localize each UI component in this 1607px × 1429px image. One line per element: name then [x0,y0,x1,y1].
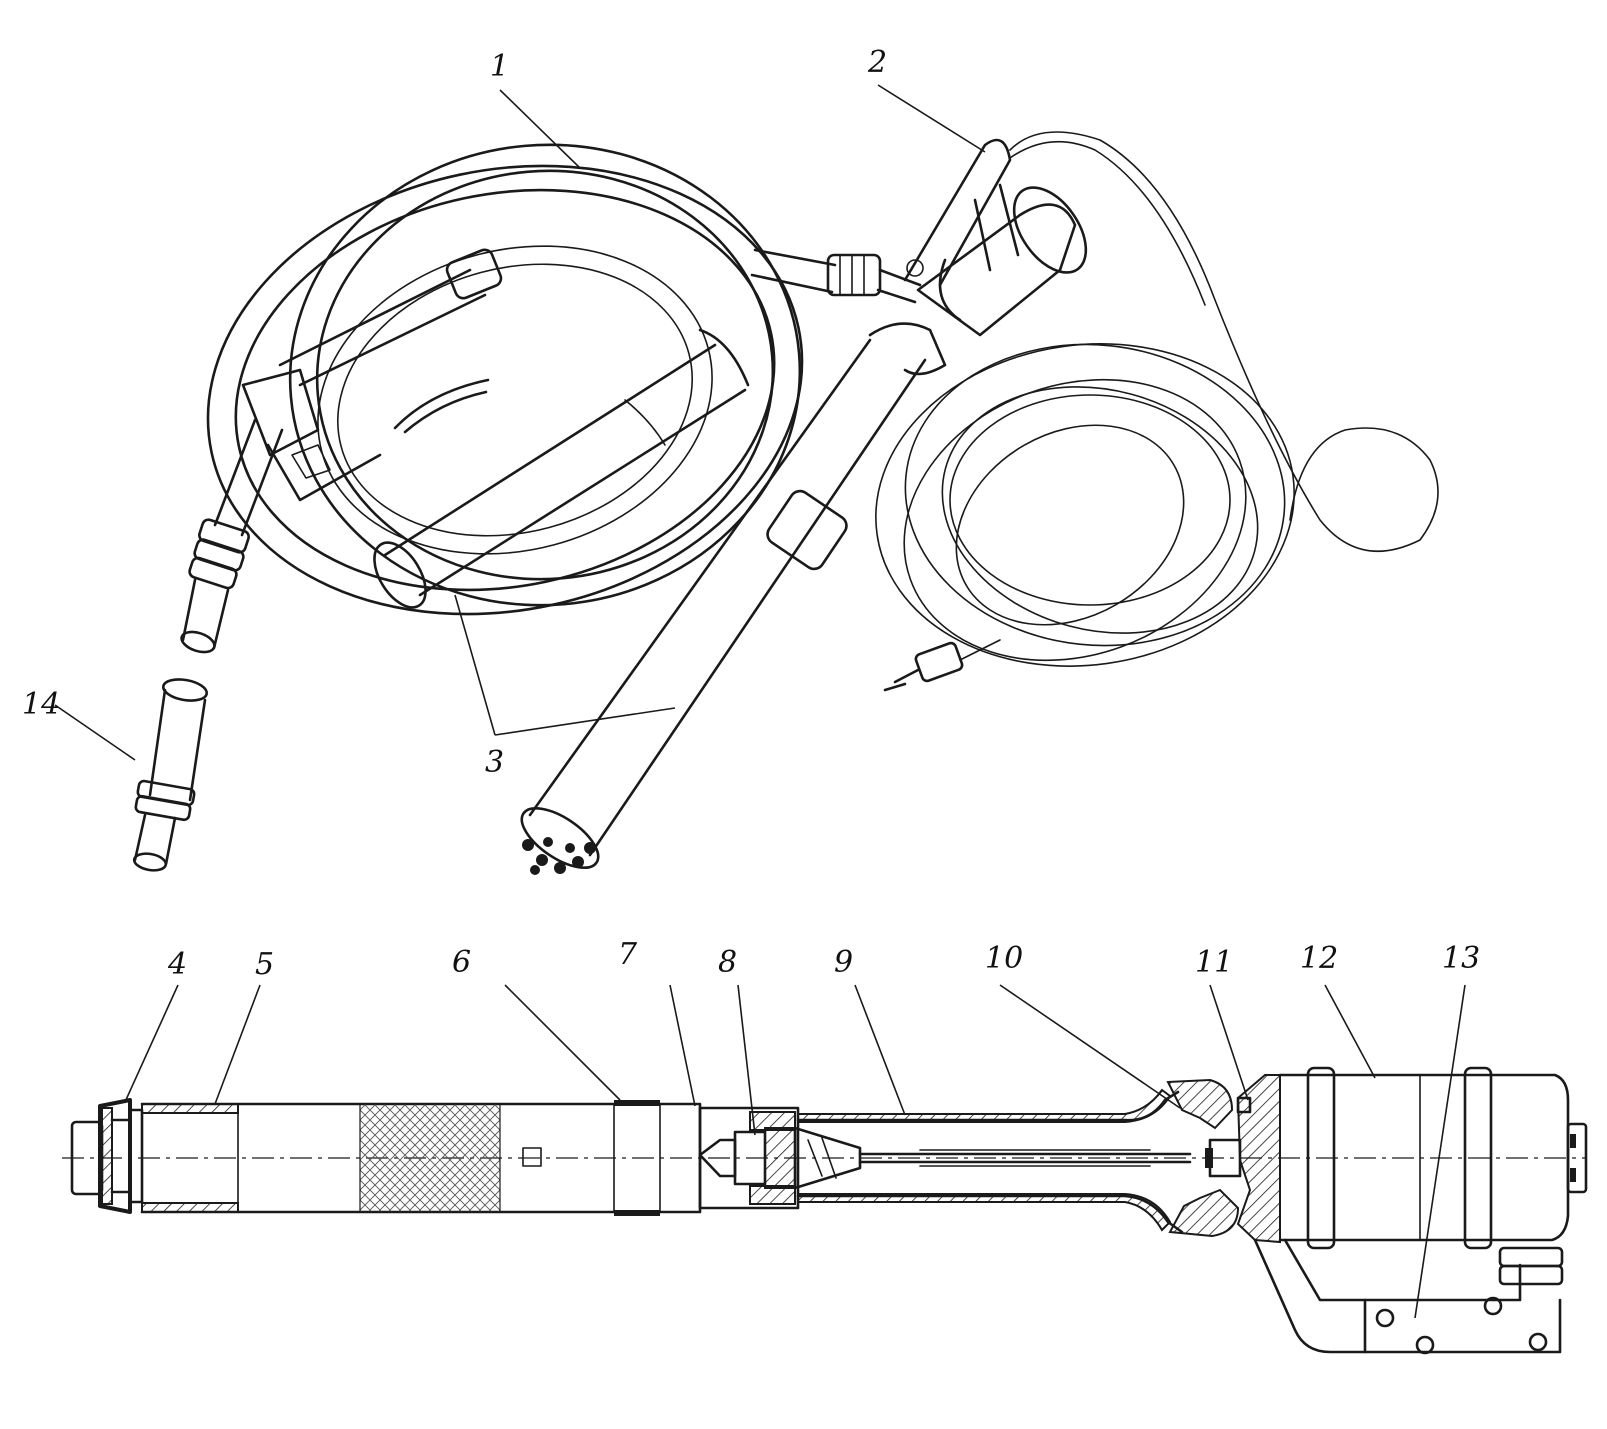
vibrator-body-long [520,322,947,875]
callout-8: 8 [718,945,738,980]
callout-10: 10 [985,941,1024,976]
vibrator-body-short [373,328,750,609]
hose-connector [750,248,922,304]
hose-end-fitting [180,368,382,654]
handle-bar [278,248,503,387]
callout-2: 2 [868,45,888,80]
upper-leader-lines [54,84,986,761]
outer-housing [140,1100,702,1216]
power-cable [875,131,1439,692]
callout-7: 7 [618,937,638,972]
callout-1: 1 [490,49,510,84]
callout-9: 9 [834,945,854,980]
callout-4: 4 [168,947,188,982]
callout-14: 14 [22,687,61,722]
motor-housing [1278,1066,1588,1250]
callout-13: 13 [1442,941,1481,976]
callout-3: 3 [485,745,505,780]
callout-6: 6 [452,945,472,980]
callout-11: 11 [1195,945,1234,980]
callout-5: 5 [255,947,275,982]
end-cap [70,1098,144,1214]
replacement-tip [132,678,209,872]
lower-leader-lines [124,984,1466,1319]
coiled-hose [206,143,804,616]
callout-12: 12 [1300,941,1339,976]
bearing-assembly [698,1106,862,1210]
switch-box [1253,1238,1564,1355]
motor-flange [1166,1074,1281,1244]
electric-motor [903,138,1088,337]
flexible-shaft-tube [796,1088,1192,1234]
